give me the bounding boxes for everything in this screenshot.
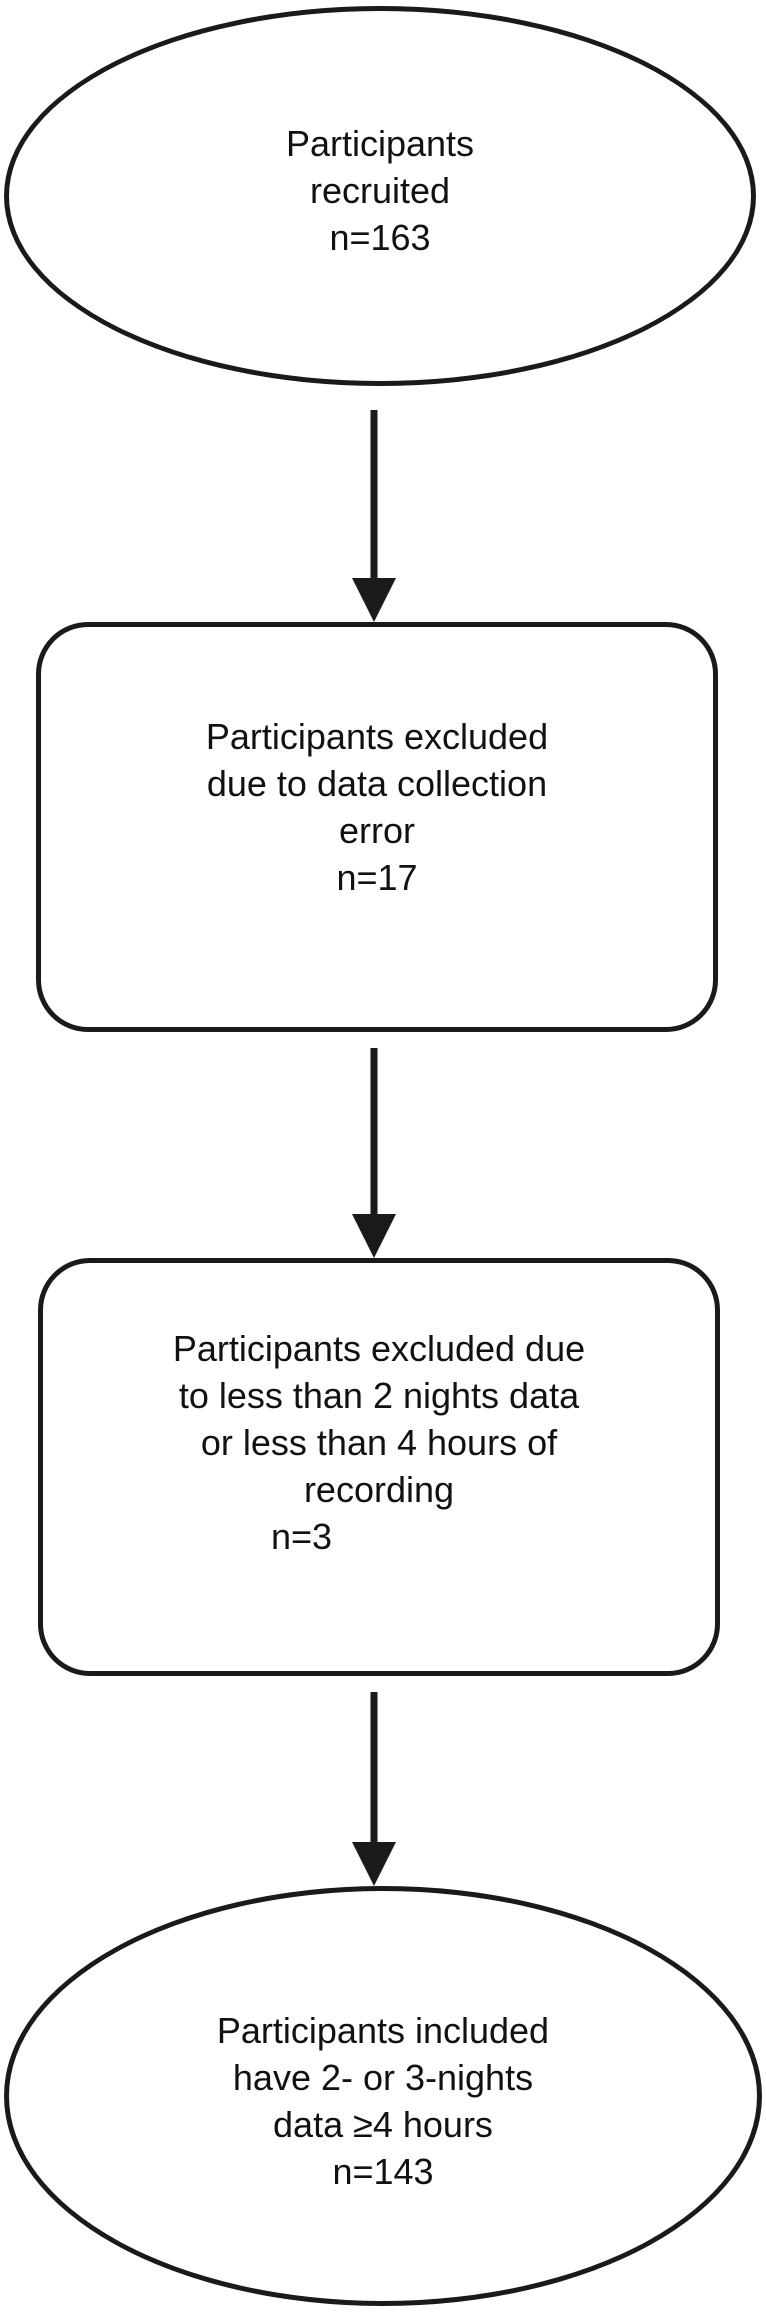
node-label-line: recruited [309, 169, 451, 211]
node-excluded-insufficient-data: Participants excluded due to less than 2… [38, 1258, 720, 1676]
node-count: n=163 [329, 216, 431, 258]
node-participants-included: Participants included have 2- or 3-night… [4, 1886, 762, 2306]
arrow-excluded-2-to-included [352, 1692, 396, 1886]
node-label-line: Participants excluded due [172, 1327, 586, 1369]
arrow-excluded-1-to-excluded-2 [352, 1048, 396, 1258]
node-label: Participants excluded due to less than 2… [173, 1325, 585, 1560]
node-label: Participants recruited n=163 [286, 120, 474, 261]
node-label-line: Participants included [216, 2010, 550, 2051]
node-label-line: due to data collection [206, 763, 548, 804]
node-label-line: Participants excluded [205, 716, 549, 757]
node-count: n=3 [270, 1515, 333, 1557]
arrow-recruited-to-excluded-1 [352, 410, 396, 622]
node-count: n=143 [332, 2151, 434, 2192]
node-label: Participants excluded due to data collec… [206, 713, 548, 901]
node-label-line: Participants [285, 122, 475, 164]
node-label: Participants included have 2- or 3-night… [217, 2007, 549, 2195]
node-label-line: or less than 4 hours of [200, 1421, 558, 1463]
node-label-line: error [338, 810, 415, 851]
node-participants-recruited: Participants recruited n=163 [4, 6, 756, 386]
node-label-line: data ≥4 hours [273, 2104, 493, 2145]
node-label-line: recording [303, 1468, 455, 1510]
node-label-line: to less than 2 nights data [178, 1374, 580, 1416]
node-count: n=17 [336, 857, 418, 898]
node-excluded-collection-error: Participants excluded due to data collec… [36, 622, 718, 1032]
node-label-line: have 2- or 3-nights [232, 2057, 534, 2098]
